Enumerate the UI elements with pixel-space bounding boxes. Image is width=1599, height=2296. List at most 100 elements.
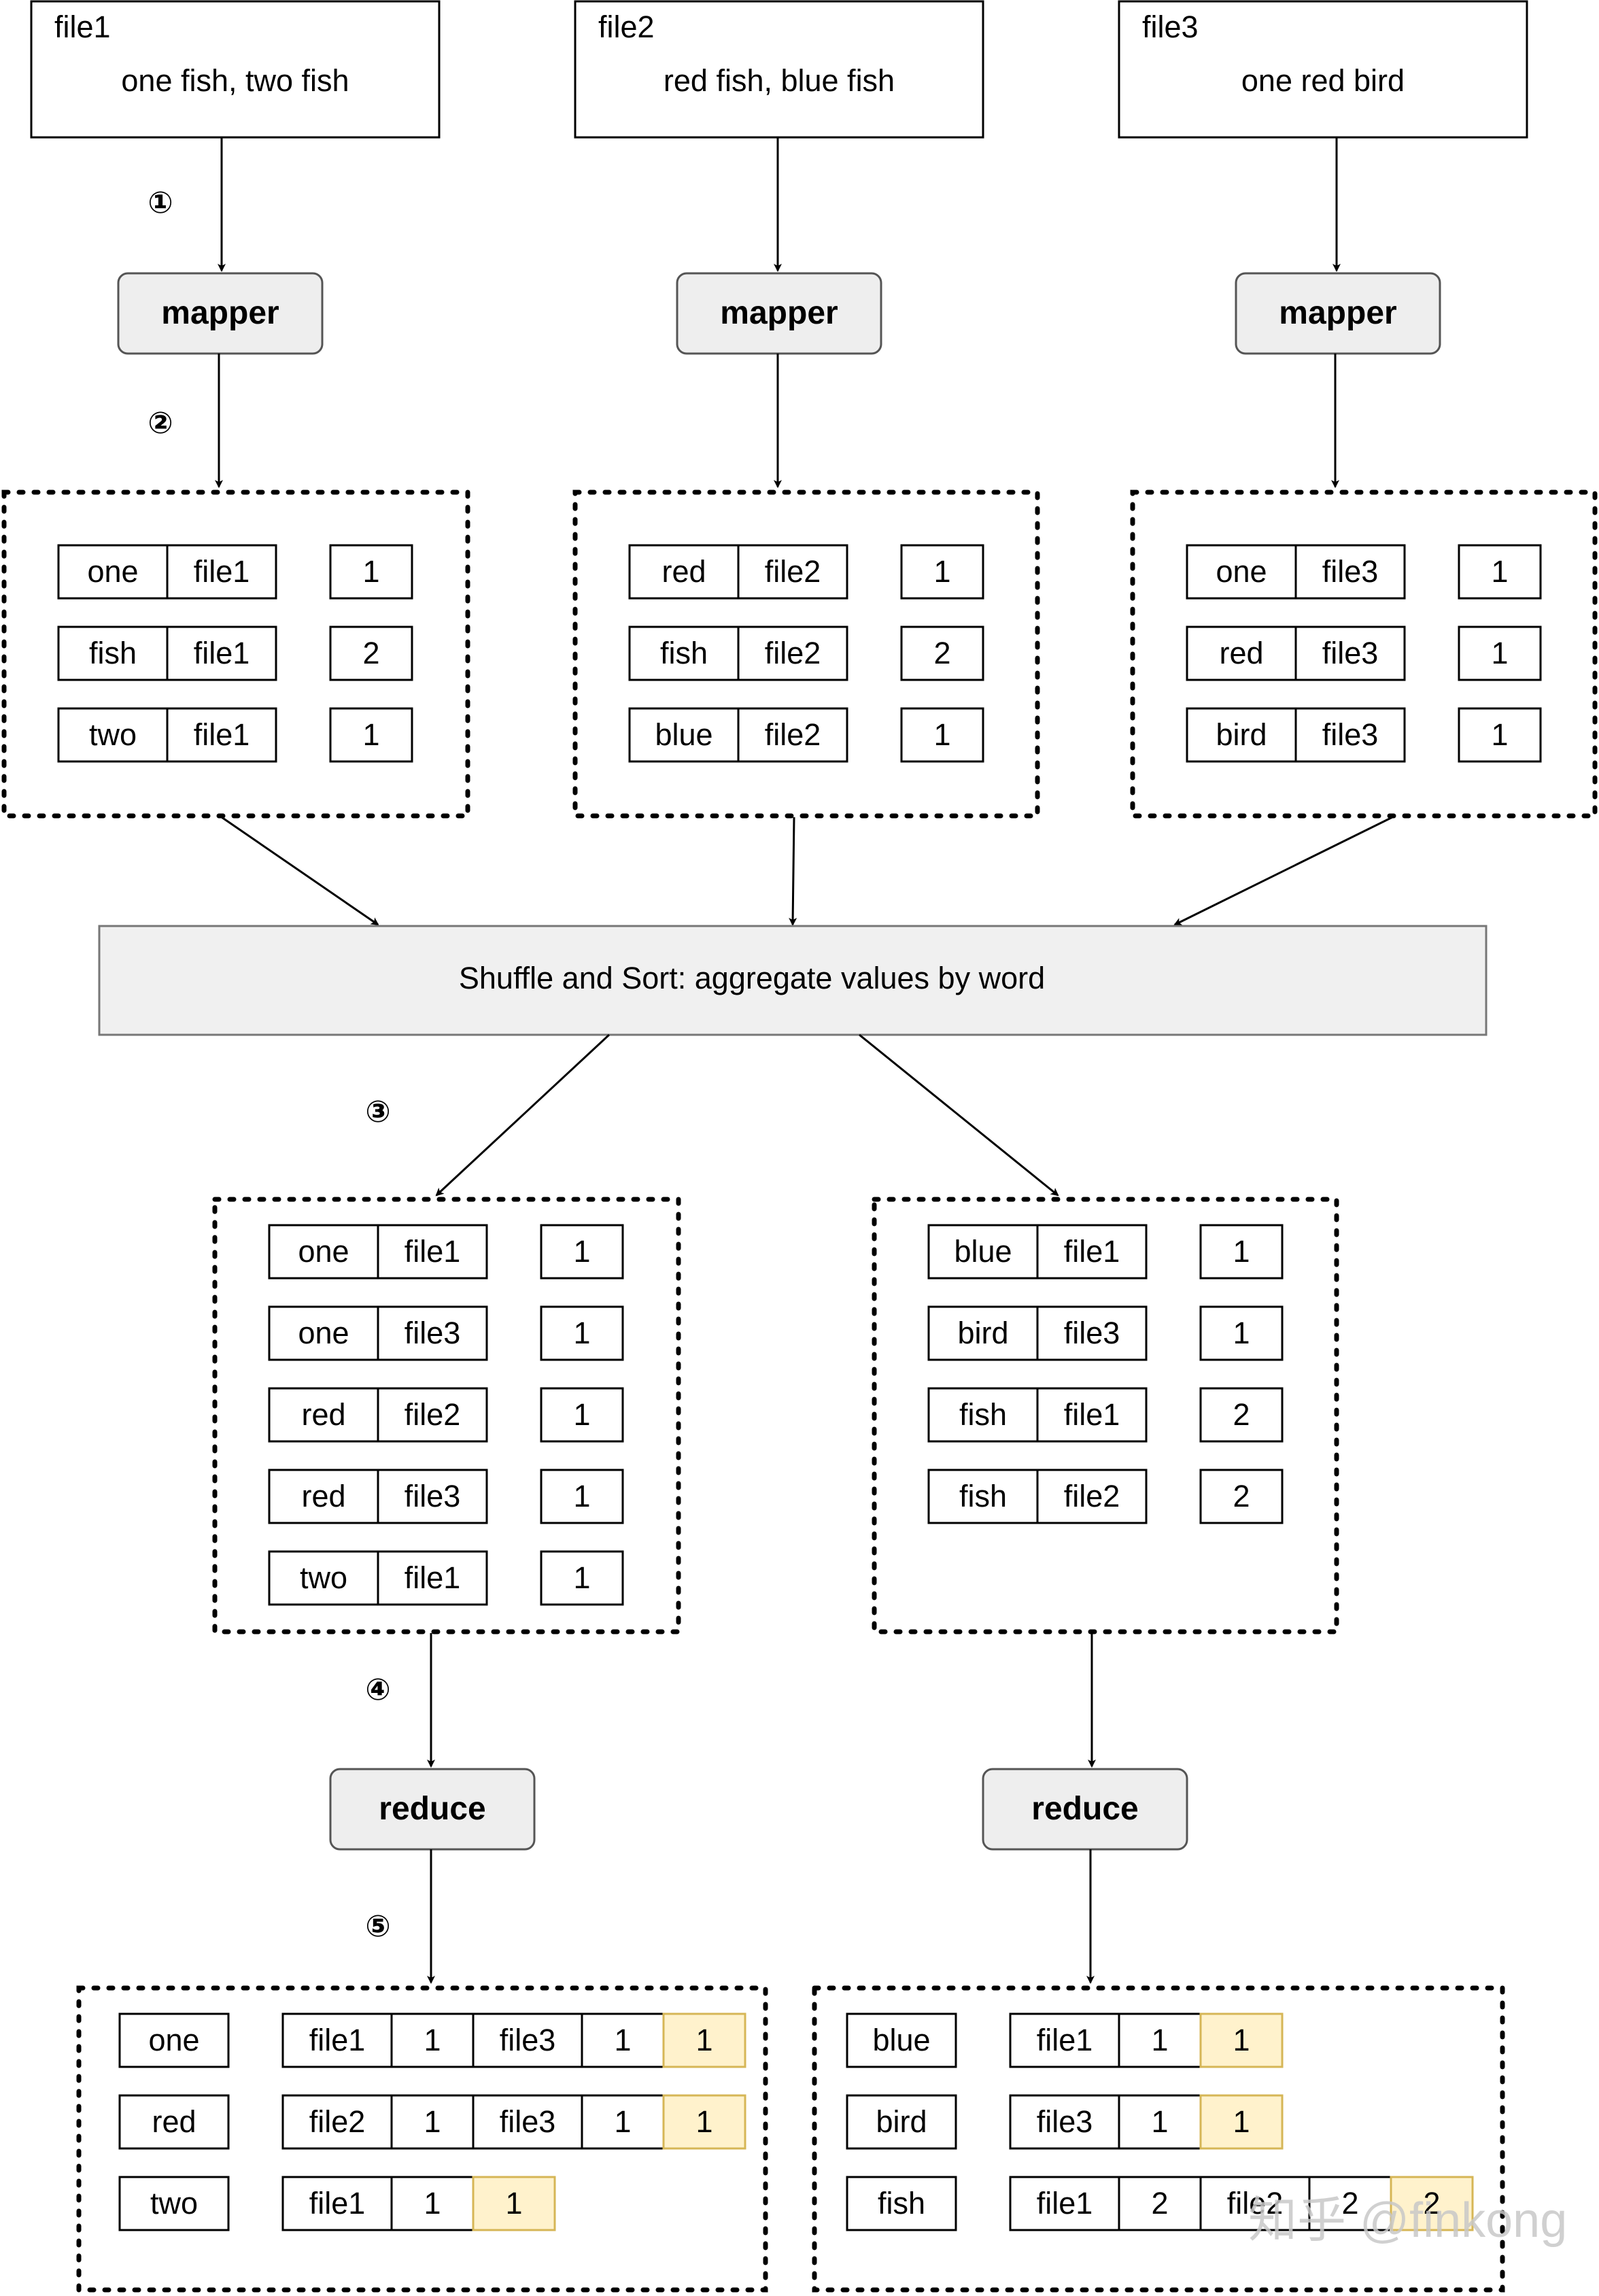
shuffle-sort-box: Shuffle and Sort: aggregate values by wo…	[98, 925, 1488, 1036]
posting-file-cell: file2	[1227, 2186, 1284, 2221]
count-cell: 1	[573, 1234, 590, 1269]
mapper-output-1: one file1 1 fish file1 2 two file1 1	[1, 490, 470, 819]
reduce-node-2: reduce	[982, 1768, 1188, 1851]
table-row: one file3 1	[268, 1305, 624, 1361]
word-cell: bird	[1216, 717, 1267, 752]
arrow-shuffle-partition-2	[859, 1033, 1059, 1197]
word-cell: one	[298, 1234, 349, 1269]
posting-file-cell: file3	[500, 2023, 556, 2057]
total-cell: 1	[1233, 2104, 1250, 2139]
total-cell: 1	[505, 2186, 522, 2221]
mapper-node-3: mapper	[1235, 272, 1441, 355]
step-label-2: ②	[148, 407, 173, 440]
table-row: two file1 1 1	[118, 2176, 556, 2231]
word-cell: one	[87, 554, 138, 589]
input-file-3: file3 one red bird	[1118, 0, 1528, 139]
file-cell: file1	[194, 636, 250, 670]
step-label-1: ①	[148, 186, 173, 220]
table-row: bird file3 1	[927, 1305, 1284, 1361]
table-row: fish file2 2	[628, 626, 984, 681]
posting-count-cell: 1	[424, 2023, 441, 2057]
table-row: two file1 1	[268, 1550, 624, 1606]
table-row: fish file1 2 file2 2 2	[846, 2176, 1474, 2231]
count-cell: 1	[573, 1397, 590, 1432]
count-cell: 2	[933, 636, 950, 670]
file-cell: file1	[194, 554, 250, 589]
file-cell: file1	[1064, 1234, 1120, 1269]
table-row: red file2 1	[628, 544, 984, 600]
file-cell: file3	[405, 1316, 461, 1350]
file-name: file3	[1142, 10, 1199, 44]
word-cell: two	[89, 717, 137, 752]
mapper-output-3: one file3 1 red file3 1 bird file3 1	[1130, 490, 1598, 819]
arrow-shuffle-partition-1	[435, 1033, 611, 1197]
shuffle-label: Shuffle and Sort: aggregate values by wo…	[459, 961, 1045, 995]
table-row: one file1 1	[57, 544, 413, 600]
result-1: one file1 1 file3 1 1 red file2 1 file3 …	[76, 1985, 768, 2293]
posting-count-cell: 1	[424, 2186, 441, 2221]
posting-count-cell: 1	[1151, 2023, 1168, 2057]
file-cell: file3	[1322, 636, 1379, 670]
file-cell: file3	[405, 1479, 461, 1513]
word-cell: one	[148, 2023, 199, 2057]
count-cell: 1	[362, 554, 379, 589]
word-cell: fish	[959, 1397, 1007, 1432]
step-label-3: ③	[365, 1095, 390, 1129]
word-cell: blue	[872, 2023, 930, 2057]
word-cell: fish	[89, 636, 137, 670]
step-label-5: ⑤	[365, 1910, 390, 1943]
input-file-2: file2 red fish, blue fish	[574, 0, 984, 139]
count-cell: 1	[1491, 554, 1508, 589]
table-row: red file2 1	[268, 1387, 624, 1443]
mapper-node-1: mapper	[117, 272, 324, 355]
total-cell: 2	[1423, 2186, 1440, 2221]
file-cell: file2	[1064, 1479, 1120, 1513]
posting-file-cell: file1	[309, 2186, 366, 2221]
word-cell: fish	[959, 1479, 1007, 1513]
file-content: red fish, blue fish	[664, 63, 895, 98]
table-row: bird file3 1 1	[846, 2094, 1284, 2150]
file-content: one fish, two fish	[121, 63, 349, 98]
reduce-node-1: reduce	[329, 1768, 536, 1851]
count-cell: 2	[1233, 1397, 1250, 1432]
table-row: one file1 1 file3 1 1	[118, 2012, 746, 2068]
arrow-output1-shuffle	[221, 816, 379, 926]
file-cell: file1	[405, 1234, 461, 1269]
step-label-4: ④	[365, 1673, 390, 1707]
total-cell: 1	[695, 2023, 712, 2057]
total-cell: 1	[695, 2104, 712, 2139]
posting-count-cell: 1	[614, 2104, 631, 2139]
posting-count-cell: 1	[614, 2023, 631, 2057]
table-row: one file3 1	[1186, 544, 1542, 600]
count-cell: 2	[1233, 1479, 1250, 1513]
count-cell: 1	[573, 1479, 590, 1513]
word-cell: one	[298, 1316, 349, 1350]
table-row: blue file1 1	[927, 1224, 1284, 1280]
file-cell: file1	[1064, 1397, 1120, 1432]
count-cell: 1	[362, 717, 379, 752]
file-cell: file1	[194, 717, 250, 752]
partition-2: blue file1 1 bird file3 1 fish file1 2 f…	[872, 1197, 1339, 1634]
watermark: 知乎 @finkong	[1248, 2193, 1567, 2248]
posting-file-cell: file1	[309, 2023, 366, 2057]
file-content: one red bird	[1241, 63, 1405, 98]
file-cell: file3	[1322, 717, 1379, 752]
word-cell: bird	[957, 1316, 1008, 1350]
reduce-label: reduce	[379, 1791, 485, 1827]
word-cell: fish	[660, 636, 708, 670]
posting-file-cell: file3	[1037, 2104, 1093, 2139]
input-file-1: file1 one fish, two fish	[30, 0, 441, 139]
posting-count-cell: 1	[424, 2104, 441, 2139]
posting-file-cell: file1	[1037, 2186, 1093, 2221]
word-cell: bird	[876, 2104, 927, 2139]
table-row: blue file1 1 1	[846, 2012, 1284, 2068]
table-row: red file3 1	[268, 1469, 624, 1524]
word-cell: red	[1219, 636, 1263, 670]
word-cell: two	[150, 2186, 198, 2221]
word-cell: red	[301, 1397, 345, 1432]
table-row: fish file2 2	[927, 1469, 1284, 1524]
arrow-output3-shuffle	[1173, 816, 1393, 926]
table-row: blue file2 1	[628, 707, 984, 763]
file-cell: file3	[1322, 554, 1379, 589]
file-name: file1	[54, 10, 111, 44]
